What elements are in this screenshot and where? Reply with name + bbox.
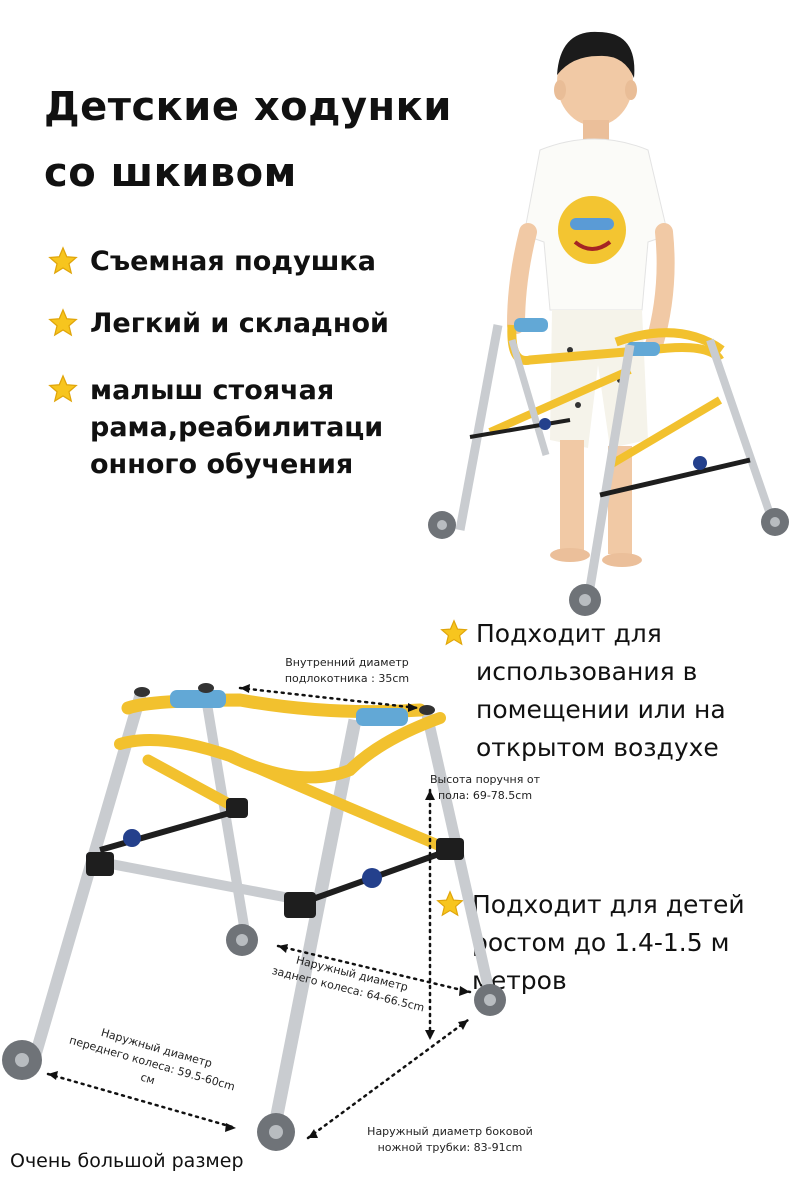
feature-item-removable-cushion: Съемная подушка xyxy=(48,244,376,280)
star-icon xyxy=(48,308,78,337)
star-icon xyxy=(436,890,464,917)
walker-diagram xyxy=(2,683,506,1151)
star-icon xyxy=(48,246,78,275)
feature-text: Подходит для использования в помещении и… xyxy=(476,619,726,762)
feature-item-lightweight-foldable: Легкий и складной xyxy=(48,306,389,342)
dim-armrest-inner: Внутренний диаметр подлокотника : 35cm xyxy=(284,656,410,685)
child-with-walker-photo xyxy=(428,31,789,616)
feature-text: Легкий и складной xyxy=(90,308,389,339)
feature-item-rehab-frame: малыш стоячая рама,реабилитаци онного об… xyxy=(48,372,398,483)
feature-text: малыш стоячая рама,реабилитаци онного об… xyxy=(90,375,384,480)
star-icon xyxy=(440,619,468,646)
dim-handrail-height: Высота поручня от пола: 69-78.5cm xyxy=(429,773,540,802)
dim-side-tube: Наружный диаметр боковой ножной трубки: … xyxy=(367,1125,533,1154)
size-note: Очень большой размер xyxy=(10,1150,244,1172)
title-line-1: Детские ходунки xyxy=(44,84,452,130)
title-line-2: со шкивом xyxy=(44,150,297,196)
page-title: Детские ходунки со шкивом xyxy=(44,74,452,206)
feature-text: Съемная подушка xyxy=(90,246,376,277)
star-icon xyxy=(48,374,78,403)
feature-indoor-outdoor: Подходит для использования в помещении и… xyxy=(440,615,780,767)
